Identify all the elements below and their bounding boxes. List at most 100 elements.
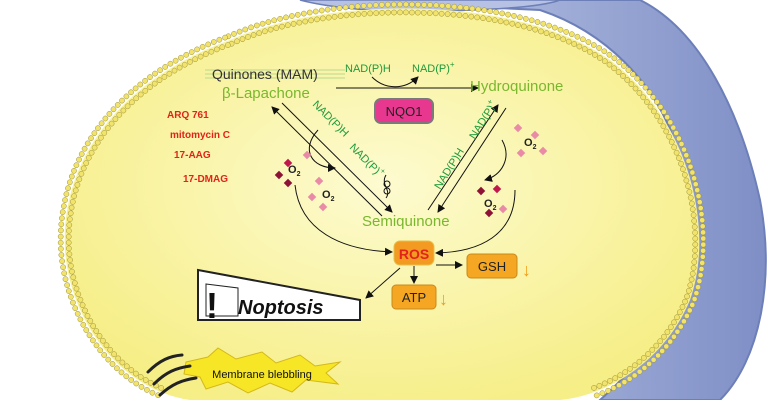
phospholipid-head [114, 102, 121, 108]
phospholipid-head [110, 106, 117, 113]
phospholipid-head [77, 296, 84, 303]
phospholipid-head [636, 368, 643, 375]
phospholipid-head [596, 45, 602, 51]
phospholipid-head [208, 48, 215, 55]
nadp-right-plus: + [485, 97, 495, 106]
phospholipid-head [664, 329, 671, 335]
phospholipid-head [82, 307, 88, 314]
phospholipid-head [384, 1, 391, 8]
phospholipid-head [161, 74, 168, 80]
phospholipid-head [641, 365, 648, 371]
phospholipid-head [91, 130, 98, 137]
phospholipid-head [686, 307, 693, 314]
phospholipid-head [187, 59, 193, 65]
phospholipid-head [188, 49, 195, 55]
phospholipid-head [128, 377, 135, 383]
phospholipid-head [606, 51, 613, 58]
phospholipid-head [692, 181, 699, 188]
beta-lapachone-label: β-Lapachone [222, 85, 310, 102]
phospholipid-head [486, 16, 492, 23]
left-curl-dot [383, 180, 391, 188]
phospholipid-head [176, 64, 183, 71]
phospholipid-head [90, 337, 96, 344]
phospholipid-head [147, 84, 153, 90]
phospholipid-head [685, 158, 692, 164]
phospholipid-head [330, 5, 337, 12]
phospholipid-head [331, 13, 338, 20]
phospholipid-head [91, 144, 98, 151]
phospholipid-head [314, 16, 320, 23]
phospholipid-head [634, 75, 641, 82]
phospholipid-head [457, 4, 464, 11]
left-curl-dot-2 [383, 187, 391, 195]
phospholipid-head [98, 120, 105, 127]
phospholipid-head [630, 71, 636, 78]
phospholipid-head [73, 285, 80, 292]
phospholipid-head [689, 302, 696, 308]
phospholipid-head [691, 253, 698, 260]
phospholipid-head [248, 24, 254, 31]
phospholipid-head [576, 43, 583, 50]
drug-label: ARQ 761 [167, 110, 209, 121]
phospholipid-head [528, 17, 535, 24]
phospholipid-head [366, 2, 373, 9]
left-arrow-up [271, 106, 383, 217]
phospholipid-head [120, 107, 127, 114]
phospholipid-head [71, 193, 77, 199]
phospholipid-head [105, 125, 111, 132]
o2-right-bottom-sub: 2 [493, 205, 497, 212]
phospholipid-head [142, 77, 148, 84]
phospholipid-head [432, 10, 439, 17]
phospholipid-head [253, 22, 260, 29]
phospholipid-head [61, 270, 68, 277]
phospholipid-head [98, 134, 104, 141]
phospholipid-head [493, 9, 500, 16]
phospholipid-head [444, 11, 451, 17]
phospholipid-head [610, 385, 617, 391]
left-arrow-down [281, 102, 393, 213]
phospholipid-head [680, 166, 686, 173]
phospholipid-head [114, 365, 120, 372]
phospholipid-head [78, 170, 85, 177]
svg-text:O2: O2 [288, 164, 301, 178]
atp-decrease-arrow: ↓ [439, 289, 448, 309]
phospholipid-head [475, 6, 482, 13]
phospholipid-head [59, 215, 65, 222]
phospholipid-head [95, 125, 101, 132]
phospholipid-head [66, 222, 73, 228]
phospholipid-head [342, 4, 349, 11]
top-cofactor-arc [371, 76, 419, 88]
phospholipid-head [673, 149, 680, 156]
blebbing-callout: Membrane blebbling [183, 347, 342, 394]
phospholipid-head [682, 298, 688, 305]
phospholipid-head [451, 3, 458, 10]
phospholipid-head [700, 241, 707, 248]
phospholipid-head [616, 59, 623, 65]
phospholipid-head [468, 13, 475, 20]
phospholipid-head [624, 77, 631, 83]
phospholipid-head [245, 34, 251, 40]
phospholipid-head [505, 11, 511, 18]
phospholipid-head [409, 1, 415, 8]
phospholipid-head [687, 282, 694, 289]
o2-left-top: O [288, 164, 297, 176]
phospholipid-head [625, 67, 632, 73]
phospholipid-head [540, 20, 547, 27]
phospholipid-head [674, 328, 681, 335]
phospholipid-head [676, 155, 682, 161]
o2-left-top-sub: 2 [297, 171, 301, 178]
noptosis-exclamation: ! [206, 285, 218, 326]
phospholipid-head [71, 280, 78, 286]
phospholipid-head [300, 10, 307, 17]
left-cofactor-arc [308, 129, 336, 172]
phospholipid-head [219, 44, 226, 51]
phospholipid-head [616, 382, 622, 389]
phospholipid-head [522, 15, 529, 22]
phospholipid-head [79, 302, 86, 308]
phospholipid-head [58, 221, 65, 228]
phospholipid-head [646, 89, 653, 96]
phospholipid-head [687, 163, 694, 170]
phospholipid-head [414, 9, 421, 16]
